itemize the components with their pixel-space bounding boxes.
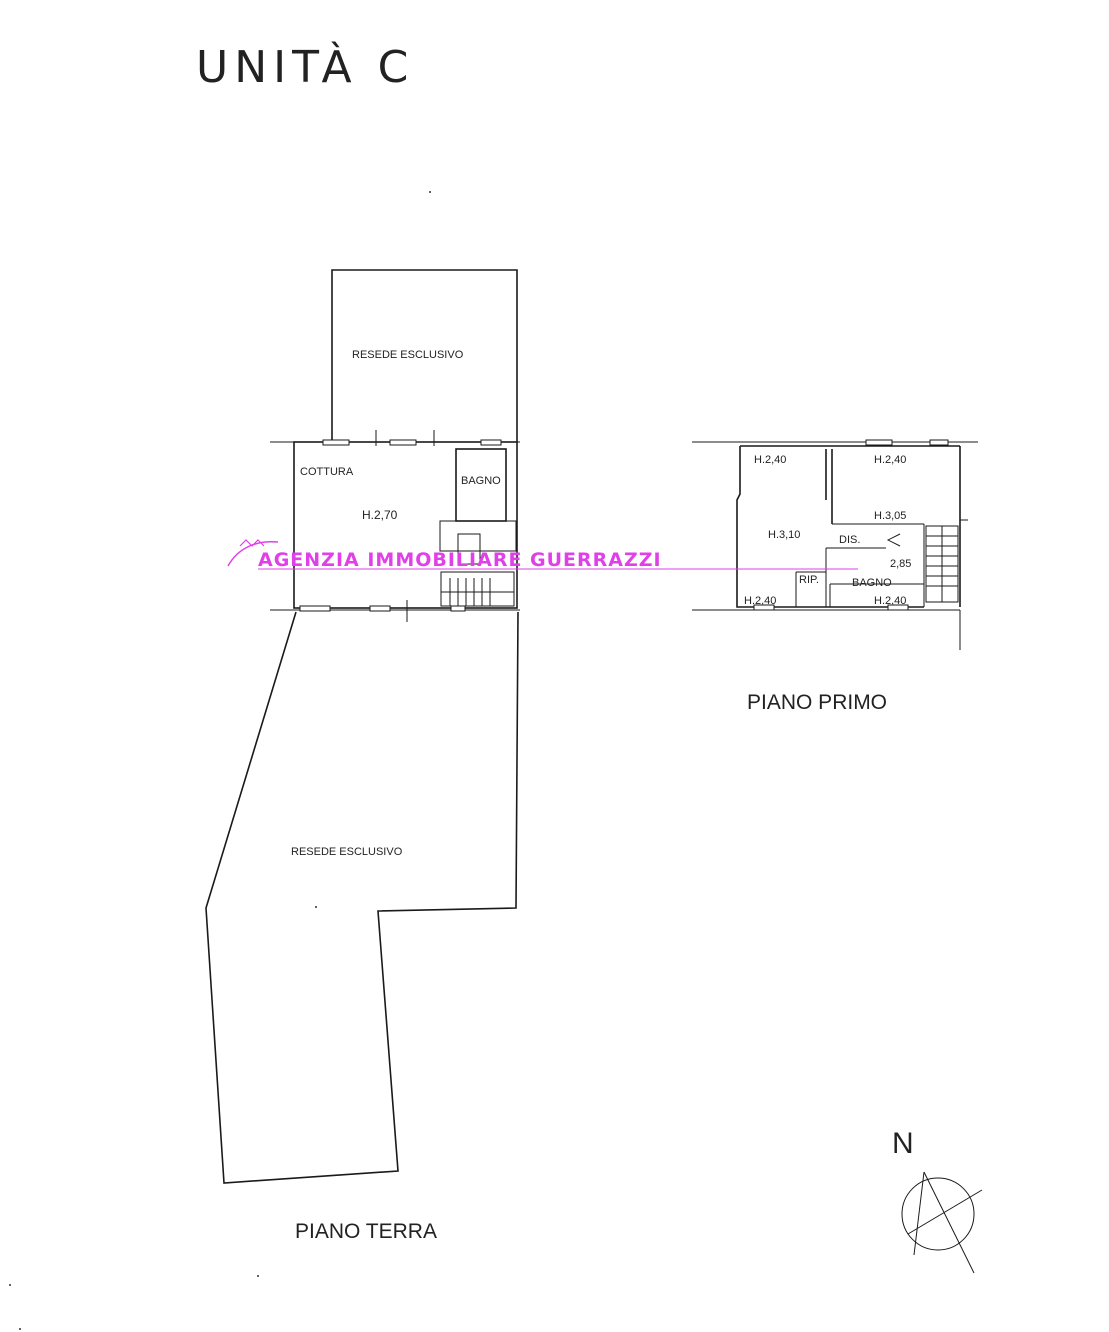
first-outer-walls [736, 446, 924, 608]
first-h-room3: H.3,05 [874, 510, 906, 522]
north-compass-icon: N [892, 1127, 983, 1274]
ground-bagno-label: BAGNO [461, 475, 501, 487]
first-h-center: H.3,10 [768, 529, 800, 541]
resede-bottom-label: RESEDE ESCLUSIVO [291, 846, 403, 858]
resede-bottom-boundary [205, 611, 519, 1184]
unit-title: UNITÀ C [196, 40, 414, 93]
first-rip-label: RIP. [799, 574, 819, 586]
first-h-room1: H.2,40 [754, 454, 786, 466]
first-floor-plan: H.2,40 H.2,40 H.3,05 H.3,10 DIS. 2,85 RI… [692, 439, 978, 714]
first-h-room2: H.2,40 [874, 454, 906, 466]
cottura-label: COTTURA [300, 466, 354, 478]
piano-terra-caption: PIANO TERRA [295, 1220, 437, 1243]
piano-primo-caption: PIANO PRIMO [747, 691, 887, 714]
first-h-bottom-left: H.2,40 [744, 595, 776, 607]
north-label: N [892, 1127, 914, 1160]
first-dis-label: DIS. [839, 534, 860, 546]
first-h-bottom-right: H.2,40 [874, 595, 906, 607]
watermark-text: AGENZIA IMMOBILIARE GUERRAZZI [258, 549, 662, 571]
agency-watermark: AGENZIA IMMOBILIARE GUERRAZZI [227, 539, 858, 571]
resede-top-label: RESEDE ESCLUSIVO [352, 349, 464, 361]
ground-height-label: H.2,70 [362, 508, 398, 522]
first-stairs [886, 525, 959, 603]
ground-floor-plan: RESEDE ESCLUSIVO COTTURA BAGNO H.2,70 RE… [205, 269, 520, 1243]
first-h-bath-top: 2,85 [890, 558, 911, 570]
ground-stairs [440, 571, 515, 607]
first-bagno-label: BAGNO [852, 577, 892, 589]
resede-top-boundary [331, 269, 518, 442]
